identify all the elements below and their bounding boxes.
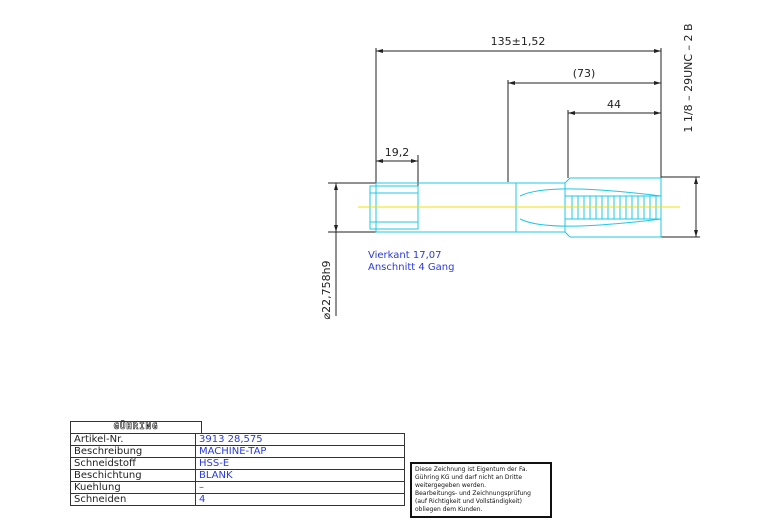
dimension-lines	[328, 48, 700, 316]
value-cooling: –	[195, 481, 405, 494]
legal-note-line: Gühring KG und darf nicht an Dritte	[415, 474, 523, 481]
dim-overall-length: 135±1,52	[491, 35, 546, 48]
table-row: Schneidstoff HSS-E	[70, 457, 405, 470]
dim-thread-length: 44	[607, 98, 621, 111]
dim-mid-length: (73)	[573, 67, 596, 80]
table-row: Schneiden 4	[70, 493, 405, 506]
legal-note-line: (auf Richtigkeit und Vollständigkeit)	[415, 498, 523, 505]
table-row: Beschichtung BLANK	[70, 469, 405, 482]
label-article-no: Artikel-Nr.	[70, 433, 196, 446]
value-coating: BLANK	[195, 469, 405, 482]
label-material: Schneidstoff	[70, 457, 196, 470]
dimension-arrows	[334, 49, 698, 237]
table-row: Kuehlung –	[70, 481, 405, 494]
label-coating: Beschichtung	[70, 469, 196, 482]
legal-note-line: Diese Zeichnung ist Eigentum der Fa.	[415, 466, 528, 473]
annotation-square: Vierkant 17,07	[368, 250, 441, 261]
value-cutting-edges: 4	[195, 493, 405, 506]
label-cutting-edges: Schneiden	[70, 493, 196, 506]
table-row: Artikel-Nr. 3913 28,575	[70, 433, 405, 446]
value-material: HSS-E	[195, 457, 405, 470]
guehring-logo: GÜHRING	[70, 421, 202, 433]
dim-thread-spec: 1 1/8 – 29UNC – 2 B	[682, 23, 695, 132]
label-cooling: Kuehlung	[70, 481, 196, 494]
legal-note-line: obliegen dem Kunden.	[415, 506, 483, 513]
table-row: Beschreibung MACHINE-TAP	[70, 445, 405, 458]
label-description: Beschreibung	[70, 445, 196, 458]
title-block: Artikel-Nr. 3913 28,575 Beschreibung MAC…	[70, 433, 405, 506]
value-article-no: 3913 28,575	[195, 433, 405, 446]
dim-square-length: 19,2	[385, 146, 410, 159]
legal-note-line: weitergegeben werden.	[415, 482, 487, 489]
value-description: MACHINE-TAP	[195, 445, 405, 458]
legal-note: Diese Zeichnung ist Eigentum der Fa. Güh…	[410, 462, 552, 518]
annotation-chamfer: Anschnitt 4 Gang	[368, 262, 454, 273]
dim-shank-diameter: ⌀22,758h9	[320, 260, 333, 319]
legal-note-line: Bearbeitungs- und Zeichnungsprüfung	[415, 490, 531, 497]
